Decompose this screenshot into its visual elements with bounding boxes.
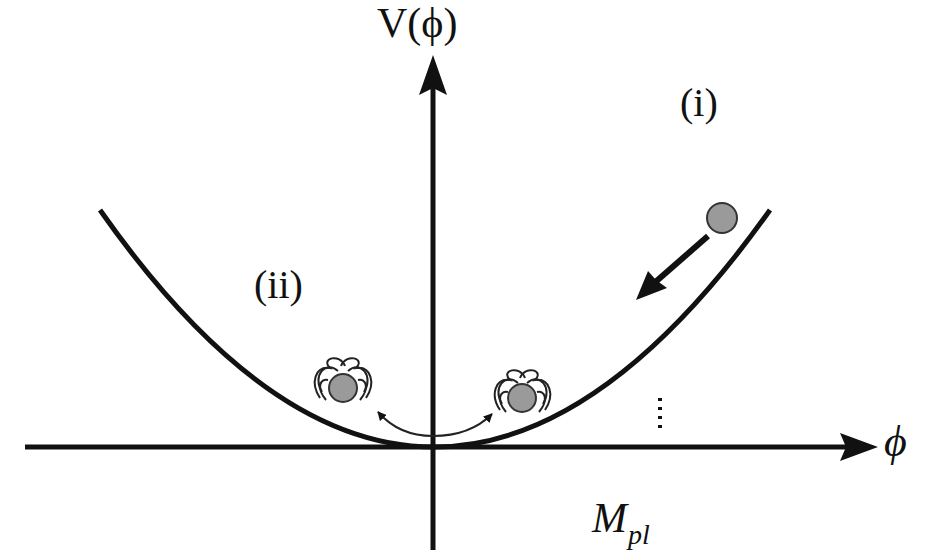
dotted-marker [658,398,662,432]
transition-arrow [433,414,492,436]
field-ball [508,384,536,412]
scale-subscript: pl [628,521,650,549]
stage-label: (i) [680,83,718,123]
axis-label: V(ϕ) [377,2,457,44]
y-axis [431,80,436,550]
field-ball [707,203,737,233]
potential-curve [100,210,770,447]
transition-arrow [378,412,433,436]
axis-label: ϕ [884,420,907,464]
roll-arrowhead [636,271,667,300]
axis-arrowhead [840,433,878,461]
field-ball [329,374,357,402]
scale-label: M [592,497,627,539]
roll-arrow [652,236,708,285]
axis-arrowhead [419,55,447,95]
stage-label: (ii) [254,265,303,305]
oscillation-swirl [495,370,550,412]
